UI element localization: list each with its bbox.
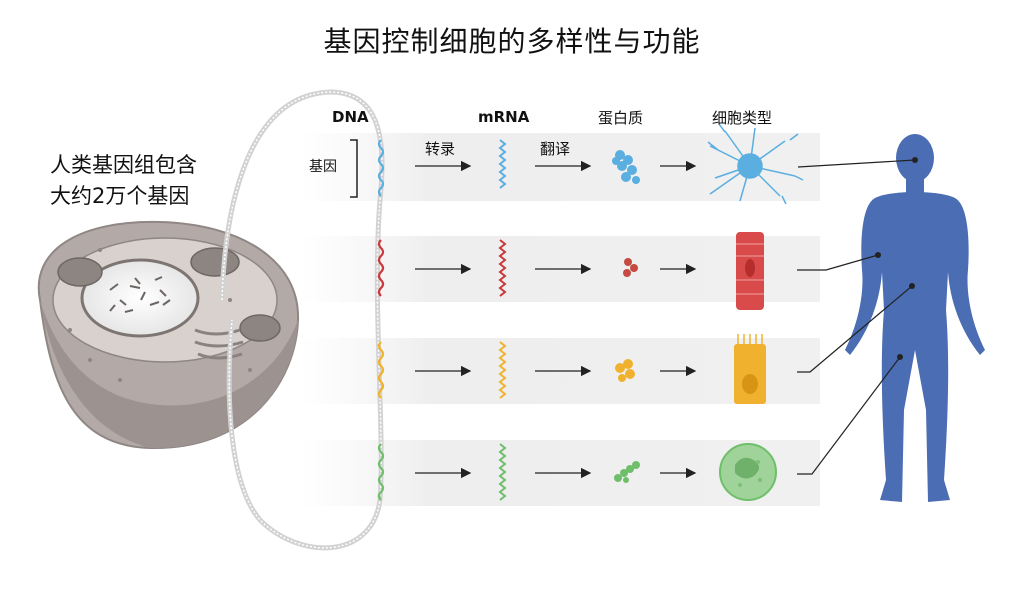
step-label-translation: 翻译 xyxy=(540,140,571,158)
dna-gene-green xyxy=(377,443,385,501)
column-header-mrna: mRNA xyxy=(478,108,530,126)
process-arrows xyxy=(415,160,697,479)
connector-dots xyxy=(875,157,918,360)
epithelial-cell xyxy=(734,334,766,404)
mrna-green xyxy=(498,443,507,501)
column-header-dna: DNA xyxy=(332,108,369,126)
connector-immune xyxy=(797,356,901,475)
protein-green xyxy=(614,461,640,483)
human-body-figure xyxy=(845,134,985,502)
mrna-strands xyxy=(498,139,507,501)
dna-gene-yellow xyxy=(377,341,385,399)
dna-gene-blue xyxy=(377,139,385,197)
muscle-cell xyxy=(736,232,764,310)
mrna-yellow xyxy=(498,341,507,399)
protein-red xyxy=(623,258,638,277)
step-label-transcription: 转录 xyxy=(425,140,456,158)
protein-blue xyxy=(612,150,640,184)
white-blood-cell xyxy=(719,443,777,501)
band-row-1 xyxy=(300,133,820,201)
mrna-red xyxy=(498,239,507,297)
intro-line-1: 人类基因组包含 xyxy=(50,153,197,177)
genome-intro-text: 人类基因组包含 大约2万个基因 xyxy=(50,150,197,212)
connector-muscle xyxy=(797,254,879,271)
dna-gene-red xyxy=(377,239,385,297)
column-header-cell-type: 细胞类型 xyxy=(712,109,773,127)
body-connector-lines xyxy=(797,159,916,475)
intro-line-2: 大约2万个基因 xyxy=(50,184,190,208)
connector-neuron xyxy=(797,159,916,168)
proteins xyxy=(612,150,640,483)
cell-illustration xyxy=(37,220,300,450)
connector-epithelial xyxy=(797,285,913,373)
gene-bracket xyxy=(350,139,358,198)
protein-yellow xyxy=(615,359,635,382)
gene-label: 基因 xyxy=(309,159,337,175)
diagram-title: 基因控制细胞的多样性与功能 xyxy=(323,25,701,58)
neuron-cell xyxy=(707,123,804,205)
dna-gene-segments xyxy=(377,139,385,501)
column-header-protein: 蛋白质 xyxy=(598,109,644,127)
mrna-blue xyxy=(498,139,507,189)
